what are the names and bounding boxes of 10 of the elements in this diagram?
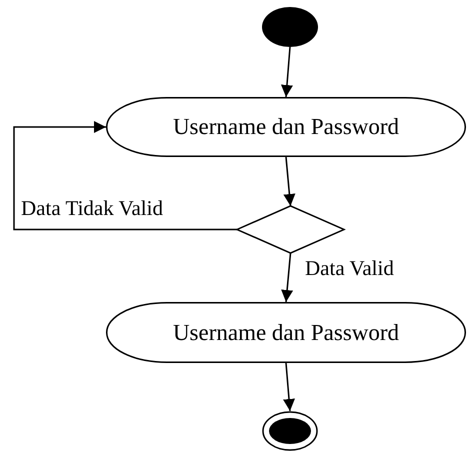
initial-node [262, 7, 318, 47]
arrow [13, 121, 237, 230]
activity-text: Username dan Password [172, 320, 400, 346]
arrow [283, 156, 296, 206]
activity-text: Username dan Password [172, 114, 400, 140]
final-node [262, 411, 318, 451]
decision-diamond [237, 206, 344, 253]
arrow [280, 46, 293, 98]
arrow [281, 252, 294, 302]
arrow [283, 362, 295, 412]
